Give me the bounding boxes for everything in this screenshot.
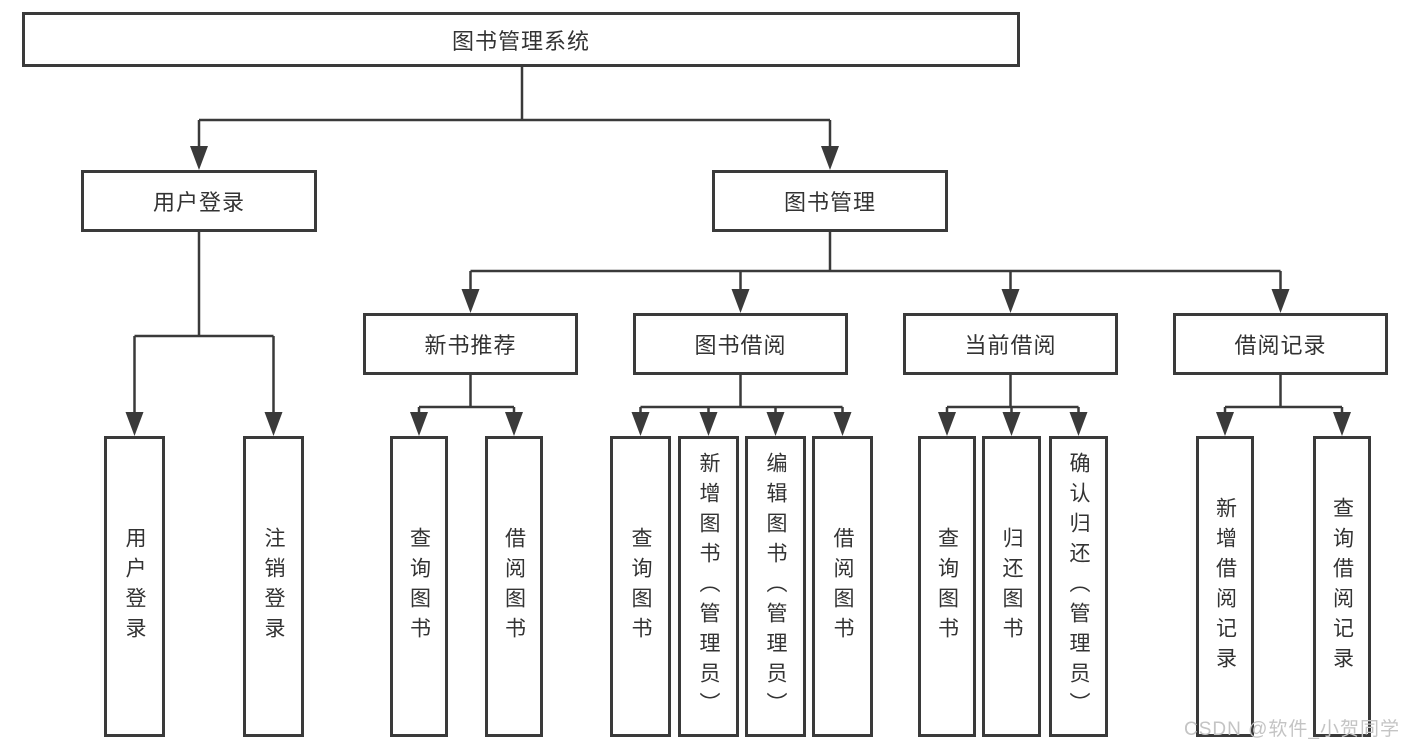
csdn-watermark: CSDN @软件_小贺同学 (1184, 719, 1400, 740)
node-new-book-recommend-label: 新书推荐 (424, 333, 517, 358)
leaf-add-borrow-record-label: 新增借阅记录 (1213, 496, 1237, 677)
node-user-login: 用户登录 (81, 170, 317, 232)
node-book-borrow: 图书借阅 (633, 313, 848, 375)
leaf-logout: 注销登录 (243, 436, 304, 737)
leaf-user-login: 用户登录 (104, 436, 165, 737)
leaf-recommend-borrow-books: 借阅图书 (485, 436, 543, 737)
leaf-add-books-admin-label: 新增图书（管理员） (697, 451, 720, 722)
node-new-book-recommend: 新书推荐 (363, 313, 578, 375)
leaf-borrow-books-label: 借阅图书 (831, 526, 854, 647)
node-borrow-records-label: 借阅记录 (1234, 333, 1327, 358)
leaf-borrow-query-books-label: 查询图书 (629, 526, 652, 647)
node-book-management-label: 图书管理 (783, 190, 876, 215)
leaf-query-borrow-record: 查询借阅记录 (1313, 436, 1371, 737)
leaf-query-borrow-record-label: 查询借阅记录 (1330, 496, 1354, 677)
leaf-add-books-admin: 新增图书（管理员） (678, 436, 739, 737)
edge-book-borrow-to-leaves (631, 374, 852, 436)
node-library-system: 图书管理系统 (22, 12, 1020, 67)
edge-user-login-to-leaves (125, 232, 283, 436)
leaf-edit-books-admin: 编辑图书（管理员） (745, 436, 806, 737)
leaf-add-borrow-record: 新增借阅记录 (1196, 436, 1254, 737)
edge-borrow-records-to-leaves (1216, 374, 1351, 436)
node-current-borrow: 当前借阅 (903, 313, 1118, 375)
leaf-return-books: 归还图书 (982, 436, 1041, 737)
edge-new-book-recommend-to-leaves (410, 374, 523, 436)
node-library-system-label: 图书管理系统 (451, 28, 590, 54)
node-borrow-records: 借阅记录 (1173, 313, 1388, 375)
node-book-management: 图书管理 (712, 170, 948, 232)
leaf-return-books-label: 归还图书 (1000, 526, 1023, 647)
node-current-borrow-label: 当前借阅 (964, 333, 1057, 358)
leaf-confirm-return-admin: 确认归还（管理员） (1049, 436, 1108, 737)
node-user-login-label: 用户登录 (152, 190, 245, 215)
leaf-user-login-label: 用户登录 (123, 526, 146, 647)
leaf-recommend-query-books: 查询图书 (390, 436, 448, 737)
leaf-recommend-borrow-books-label: 借阅图书 (502, 526, 526, 647)
edge-current-borrow-to-leaves (938, 374, 1088, 436)
leaf-edit-books-admin-label: 编辑图书（管理员） (764, 451, 787, 722)
leaf-confirm-return-admin-label: 确认归还（管理员） (1067, 451, 1090, 722)
leaf-recommend-query-books-label: 查询图书 (407, 526, 431, 647)
node-book-borrow-label: 图书借阅 (694, 333, 787, 358)
edge-root-to-level1 (190, 67, 839, 170)
leaf-current-query-books: 查询图书 (918, 436, 976, 737)
leaf-current-query-books-label: 查询图书 (935, 526, 959, 647)
edge-book-management-to-sections (461, 232, 1290, 313)
leaf-borrow-query-books: 查询图书 (610, 436, 671, 737)
leaf-borrow-books: 借阅图书 (812, 436, 873, 737)
leaf-logout-label: 注销登录 (262, 526, 285, 647)
